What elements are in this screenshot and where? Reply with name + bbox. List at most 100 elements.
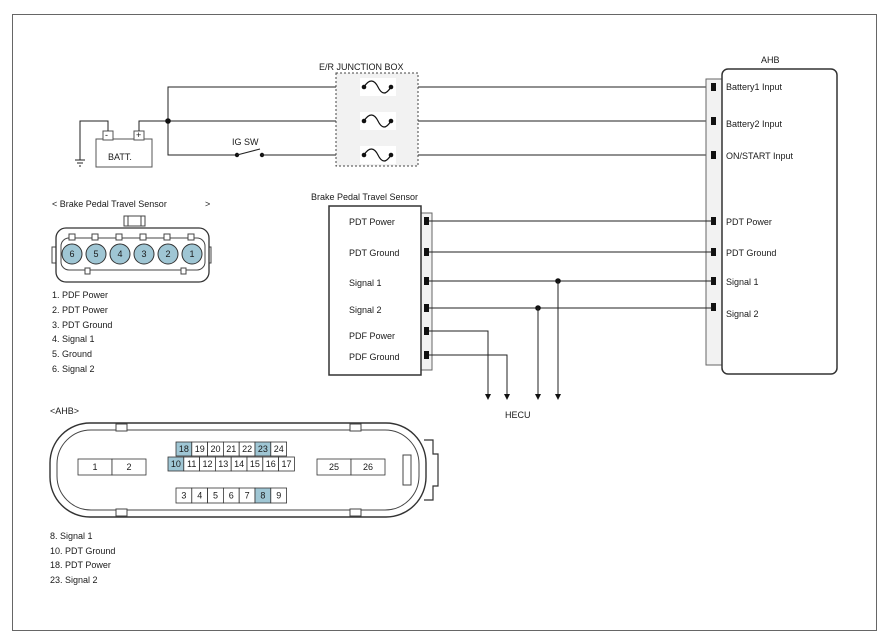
cavity-number: 20 bbox=[210, 444, 220, 454]
ahb-connector-title: <AHB> bbox=[50, 406, 79, 416]
sensor-pin-number: 1 bbox=[189, 249, 194, 259]
cavity-number: 26 bbox=[363, 462, 373, 472]
sensor-pin bbox=[133, 243, 155, 265]
ahb-pin-label: Battery2 Input bbox=[726, 119, 783, 129]
legend-item: 1. PDF Power bbox=[52, 290, 108, 300]
ground-symbol-icon bbox=[75, 159, 85, 167]
cavity-number: 9 bbox=[276, 491, 281, 501]
diagram-frame bbox=[12, 14, 877, 631]
sensor-connector-view: < Brake Pedal Travel Sensor > 6 5 4 3 2 … bbox=[51, 199, 212, 283]
ahb-pin-label: Signal 1 bbox=[726, 277, 759, 287]
battery: - + BATT. bbox=[95, 130, 153, 168]
cavity-number: 5 bbox=[213, 491, 218, 501]
sensor-pin bbox=[109, 243, 131, 265]
ahb-pin-label: PDT Power bbox=[726, 217, 772, 227]
ig-switch-label: IG SW bbox=[232, 137, 259, 147]
cavity-number: 6 bbox=[229, 491, 234, 501]
sensor-pin-number: 6 bbox=[69, 249, 74, 259]
connector-cavity bbox=[350, 458, 386, 476]
sensor-pin-number: 2 bbox=[165, 249, 170, 259]
cavity-number: 14 bbox=[234, 459, 244, 469]
wire-pdf-ground bbox=[429, 354, 508, 395]
cavity-number: 24 bbox=[274, 444, 284, 454]
ahb-module: AHB Battery1 Input Battery2 Input ON/STA… bbox=[705, 55, 838, 375]
sensor-pin bbox=[85, 243, 107, 265]
ahb-pin-label: Signal 2 bbox=[726, 309, 759, 319]
cavity-number: 11 bbox=[187, 459, 196, 469]
battery-plus-wire bbox=[138, 120, 168, 131]
cavity-number: 21 bbox=[226, 444, 236, 454]
connector-cavity bbox=[278, 456, 295, 472]
legend-item: 23. Signal 2 bbox=[50, 575, 98, 585]
cavity-number: 3 bbox=[181, 491, 186, 501]
wire-battery1 bbox=[167, 86, 712, 121]
legend-item: 4. Signal 1 bbox=[52, 334, 95, 344]
cavity-number: 17 bbox=[281, 459, 291, 469]
sensor-connector-title: < Brake Pedal Travel Sensor bbox=[52, 199, 167, 209]
cavity-number: 18 bbox=[179, 444, 189, 454]
sensor-pin-label: PDF Ground bbox=[349, 352, 400, 362]
sensor-pin-legend: 1. PDF Power 2. PDT Power 3. PDT Ground … bbox=[52, 290, 112, 374]
cavity-number: 13 bbox=[218, 459, 228, 469]
battery-minus-sign: - bbox=[105, 130, 108, 140]
ahb-pin-label: ON/START Input bbox=[726, 151, 794, 161]
legend-item: 2. PDT Power bbox=[52, 305, 108, 315]
ahb-title: AHB bbox=[761, 55, 780, 65]
cavity-number: 8 bbox=[260, 491, 265, 501]
ahb-pin-label: PDT Ground bbox=[726, 248, 776, 258]
junction-dot bbox=[165, 118, 171, 124]
connector-cavity bbox=[270, 487, 287, 504]
connector-cavity bbox=[270, 441, 287, 457]
sensor-pin-label: Signal 2 bbox=[349, 305, 382, 315]
sensor-pin-number: 4 bbox=[117, 249, 122, 259]
cavity-number: 19 bbox=[195, 444, 205, 454]
legend-item: 5. Ground bbox=[52, 349, 92, 359]
sensor-pin-label: PDF Power bbox=[349, 331, 395, 341]
hecu-label: HECU bbox=[505, 410, 531, 420]
fuse-1-icon bbox=[361, 80, 394, 94]
sensor-pin-label: PDT Ground bbox=[349, 248, 399, 258]
cavity-number: 15 bbox=[250, 459, 260, 469]
junction-box-title: E/R JUNCTION BOX bbox=[319, 62, 404, 72]
wire-pdf-power bbox=[429, 330, 489, 395]
cavity-number: 16 bbox=[266, 459, 276, 469]
sensor-connector-strip bbox=[419, 212, 433, 371]
cavity-number: 7 bbox=[245, 491, 250, 501]
sensor-pin-number: 5 bbox=[93, 249, 98, 259]
legend-item: 6. Signal 2 bbox=[52, 364, 95, 374]
sensor-pin-number: 3 bbox=[141, 249, 146, 259]
hecu-arrows bbox=[485, 394, 561, 400]
battery-plus-sign: + bbox=[136, 130, 141, 140]
ground-wire bbox=[79, 120, 109, 160]
ig-switch: IG SW bbox=[232, 137, 265, 158]
cavity-number: 23 bbox=[258, 444, 268, 454]
sensor-pin bbox=[181, 243, 203, 265]
er-junction-box: E/R JUNCTION BOX bbox=[319, 62, 419, 167]
cavity-number: 12 bbox=[202, 459, 212, 469]
cavity-number: 25 bbox=[329, 462, 339, 472]
legend-item: 8. Signal 1 bbox=[50, 531, 93, 541]
legend-item: 10. PDT Ground bbox=[50, 546, 115, 556]
sensor-pin bbox=[157, 243, 179, 265]
sensor-pin-label: PDT Power bbox=[349, 217, 395, 227]
connector-cavity bbox=[111, 458, 147, 476]
ahb-pin-label: Battery1 Input bbox=[726, 82, 783, 92]
ahb-pin-legend: 8. Signal 1 10. PDT Ground 18. PDT Power… bbox=[50, 531, 115, 585]
fuse-3-icon bbox=[361, 148, 394, 162]
sensor-pin-label: Signal 1 bbox=[349, 278, 382, 288]
legend-item: 3. PDT Ground bbox=[52, 320, 112, 330]
sensor-pin bbox=[61, 243, 83, 265]
wire-ig-in bbox=[167, 121, 235, 156]
battery-label: BATT. bbox=[108, 152, 132, 162]
cavity-number: 22 bbox=[242, 444, 252, 454]
battery-body bbox=[95, 138, 153, 168]
fuse-2-icon bbox=[361, 114, 394, 128]
cavity-number: 2 bbox=[126, 462, 131, 472]
sensor-connector-title-close: > bbox=[205, 199, 210, 209]
cavity-number: 10 bbox=[171, 459, 181, 469]
ahb-body bbox=[721, 68, 838, 375]
cavity-number: 4 bbox=[197, 491, 202, 501]
sensor-box-title: Brake Pedal Travel Sensor bbox=[311, 192, 418, 202]
